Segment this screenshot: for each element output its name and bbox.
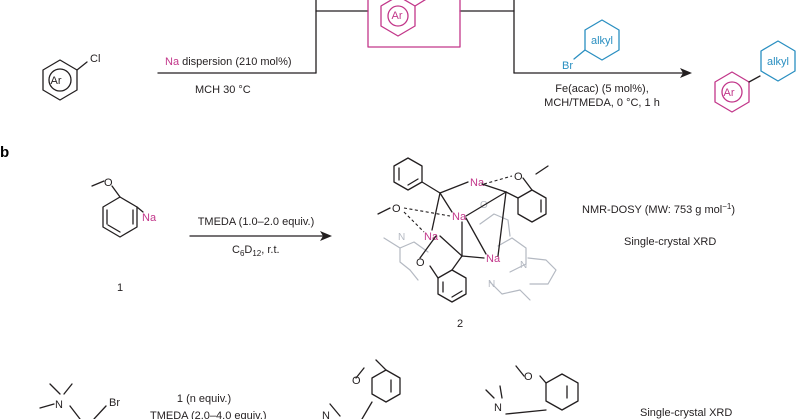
panel-c-halogen: Br: [109, 397, 120, 409]
cluster-o-left: O: [392, 203, 401, 215]
cluster-na-4: Na: [486, 253, 501, 265]
panel-b-letter: b: [0, 144, 9, 161]
intermediate-aryl-label: Ar: [392, 10, 403, 22]
panel-c-n-right: N: [494, 402, 502, 414]
condition-c-line2: TMEDA (2.0–4.0 equiv.): [150, 410, 267, 419]
alkyl-bromide-group: alkyl: [591, 35, 613, 47]
arylsodium-structure: O Na: [91, 177, 157, 238]
cluster-na-3: Na: [424, 231, 439, 243]
cluster-o-right: O: [514, 171, 523, 183]
compound-1-number: 1: [117, 282, 123, 294]
panel-c-n-left: N: [55, 399, 63, 411]
alkyl-bromide-halogen: Br: [562, 60, 573, 72]
condition-b-line1: TMEDA (1.0–2.0 equiv.): [198, 216, 315, 228]
grey-n-2: N: [520, 260, 527, 271]
product-structure: Ar alkyl: [714, 40, 796, 113]
cluster-na-1: Na: [470, 177, 485, 189]
panel-c: N Br 1 (n equiv.) TMEDA (2.0–4.0 equiv.)…: [39, 359, 732, 419]
panel-c-o-middle: O: [352, 375, 361, 387]
aryl-chloride-structure: Ar Cl: [42, 53, 100, 101]
condition2-line1: Fe(acac) (5 mol%),: [555, 83, 649, 95]
intermediate-aryl-box: Ar: [367, 0, 461, 48]
panel-c-right-structure: O N: [485, 365, 579, 415]
grey-n-3: N: [488, 279, 495, 290]
start-aryl-label: Ar: [51, 75, 62, 87]
panel-c-o-right: O: [524, 371, 533, 383]
panel-c-middle-structure: O N: [322, 359, 401, 419]
condition-c-line1: 1 (n equiv.): [177, 393, 231, 405]
sodium-cluster-structure: N N N O O O O Na: [377, 157, 557, 303]
panel-c-n-middle: N: [322, 410, 330, 419]
alkyl-bromide-structure: Br alkyl: [562, 19, 620, 72]
step-b-arrowhead: [320, 231, 332, 241]
condition-b-line2: C6D12, r.t.: [232, 244, 280, 258]
arylsodium-metal: Na: [142, 212, 157, 224]
panel-a: Ar Cl Na dispersion (210 mol%) MCH 30 °C…: [42, 0, 796, 113]
analysis-c-line: Single-crystal XRD: [640, 407, 732, 419]
grey-n-1: N: [398, 232, 405, 243]
condition1-line1: Na dispersion (210 mol%): [165, 56, 292, 68]
product-aryl-label: Ar: [724, 87, 735, 99]
cluster-o-bottom: O: [416, 257, 425, 269]
condition1-line2: MCH 30 °C: [195, 84, 251, 96]
panel-c-left-structure: N Br: [39, 383, 120, 419]
analysis-b-line2: Single-crystal XRD: [624, 236, 716, 248]
panel-b: b O Na 1 TMEDA (1.0–2.0 equiv.) C6D12, r…: [0, 144, 735, 330]
cluster-na-2: Na: [452, 211, 467, 223]
step2-arrowhead: [680, 68, 692, 78]
analysis-b-line1: NMR-DOSY (MW: 753 g mol−1): [582, 202, 735, 216]
product-alkyl-label: alkyl: [767, 56, 789, 68]
condition2-line2: MCH/TMEDA, 0 °C, 1 h: [544, 97, 660, 109]
start-halogen-label: Cl: [90, 53, 100, 65]
methoxy-o: O: [104, 177, 113, 189]
compound-2-number: 2: [457, 318, 463, 330]
